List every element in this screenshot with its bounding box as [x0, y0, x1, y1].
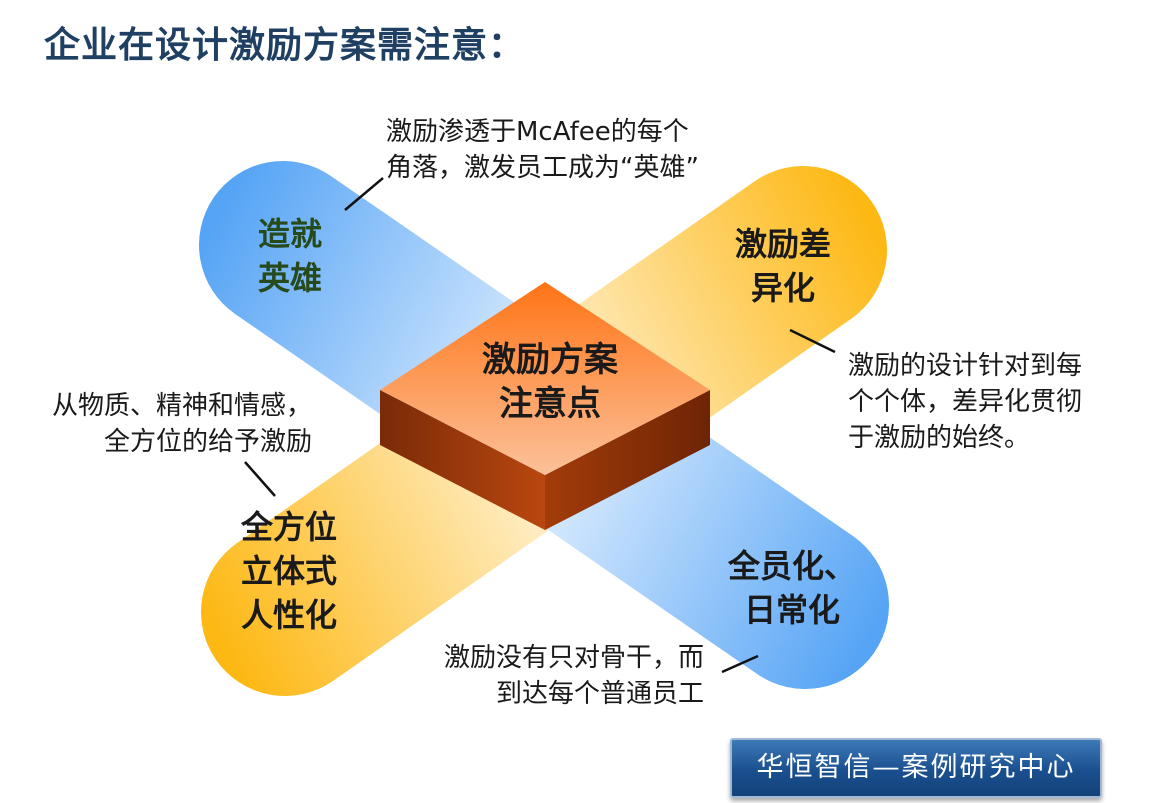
note-line: 激励渗透于McAfee的每个 [386, 117, 689, 147]
quadrant-label-line: 造就 [257, 215, 322, 253]
quadrant-label-line: 全方位 [240, 508, 337, 546]
center-label-line: 注意点 [499, 384, 601, 424]
quadrant-label-line: 全员化、 [727, 547, 856, 585]
center-block-left-face [380, 390, 545, 530]
callout-line-hero [344, 177, 384, 211]
note-all-round: 从物质、精神和情感， 全方位的给予激励 [18, 388, 312, 460]
page-title: 企业在设计激励方案需注意： [44, 25, 526, 66]
quadrant-label-line: 激励差 [734, 225, 831, 263]
center-label-line: 激励方案 [482, 340, 618, 380]
note-all-staff: 激励没有只对骨干，而 到达每个普通员工 [412, 640, 704, 712]
center-label: 激励方案 注意点 [450, 338, 650, 426]
quadrant-label-line: 人性化 [240, 596, 337, 634]
note-line: 全方位的给予激励 [103, 427, 312, 457]
note-line: 个个体，差异化贯彻 [848, 387, 1083, 417]
callout-line-diff [789, 328, 836, 354]
quadrant-label-line: 立体式 [240, 552, 337, 590]
note-differentiation: 激励的设计针对到每 个个体，差异化贯彻 于激励的始终。 [848, 348, 1082, 456]
quadrant-label-differentiation: 激励差 异化 [708, 222, 858, 310]
note-line: 到达每个普通员工 [495, 679, 704, 709]
quadrant-label-all-round: 全方位 立体式 人性化 [214, 505, 364, 637]
callout-line-staff [721, 654, 759, 674]
callout-line-all [244, 461, 276, 497]
note-line: 激励没有只对骨干，而 [443, 643, 704, 673]
note-hero: 激励渗透于McAfee的每个 角落，激发员工成为“英雄” [386, 114, 699, 186]
quadrant-label-line: 异化 [750, 269, 815, 307]
note-line: 激励的设计针对到每 [848, 351, 1083, 381]
note-line: 角落，激发员工成为“英雄” [386, 153, 699, 183]
note-line: 于激励的始终。 [848, 423, 1031, 453]
quadrant-label-line: 日常化 [743, 591, 840, 629]
note-line: 从物质、精神和情感， [51, 391, 312, 421]
center-block-top-face [380, 282, 710, 475]
brand-badge: 华恒智信—案例研究中心 [730, 738, 1102, 798]
quadrant-label-all-staff: 全员化、 日常化 [712, 544, 872, 632]
center-block-right-face [545, 390, 710, 530]
quadrant-label-hero: 造就 英雄 [230, 212, 350, 300]
quadrant-label-line: 英雄 [257, 259, 322, 297]
